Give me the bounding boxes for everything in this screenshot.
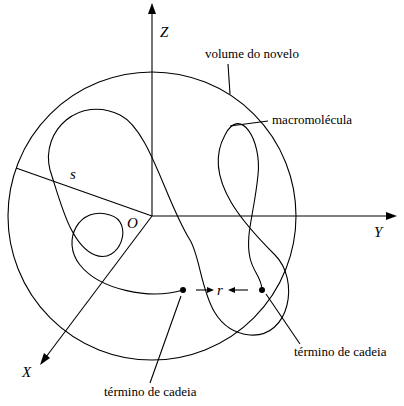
y-axis xyxy=(152,215,388,216)
arrowhead xyxy=(386,212,397,220)
arrowhead xyxy=(148,3,156,14)
leader-line xyxy=(266,294,300,344)
callout-label: macromolécula xyxy=(272,112,352,128)
arrowhead xyxy=(228,287,235,293)
radius-label: s xyxy=(70,166,76,182)
radius-line xyxy=(16,168,152,216)
leader-line xyxy=(150,296,181,383)
callout-label: término de cadeia xyxy=(294,344,386,360)
x-axis xyxy=(46,216,152,357)
chain-end-dot xyxy=(259,287,265,293)
macromolecule-chain xyxy=(48,109,288,335)
axis-label: Y xyxy=(374,224,382,240)
chain-end-dot xyxy=(180,287,186,293)
origin-label: O xyxy=(127,215,138,231)
distance-label: r xyxy=(217,282,223,298)
axis-label: Z xyxy=(160,24,168,40)
arrowhead xyxy=(207,287,214,293)
callout-label: término de cadeia xyxy=(104,384,196,400)
callout-label: volume do novelo xyxy=(205,46,299,62)
arrowhead xyxy=(40,353,50,365)
z-axis xyxy=(151,12,152,216)
leader-line xyxy=(228,64,230,94)
leader-line xyxy=(230,121,268,126)
axis-label: X xyxy=(22,364,31,380)
